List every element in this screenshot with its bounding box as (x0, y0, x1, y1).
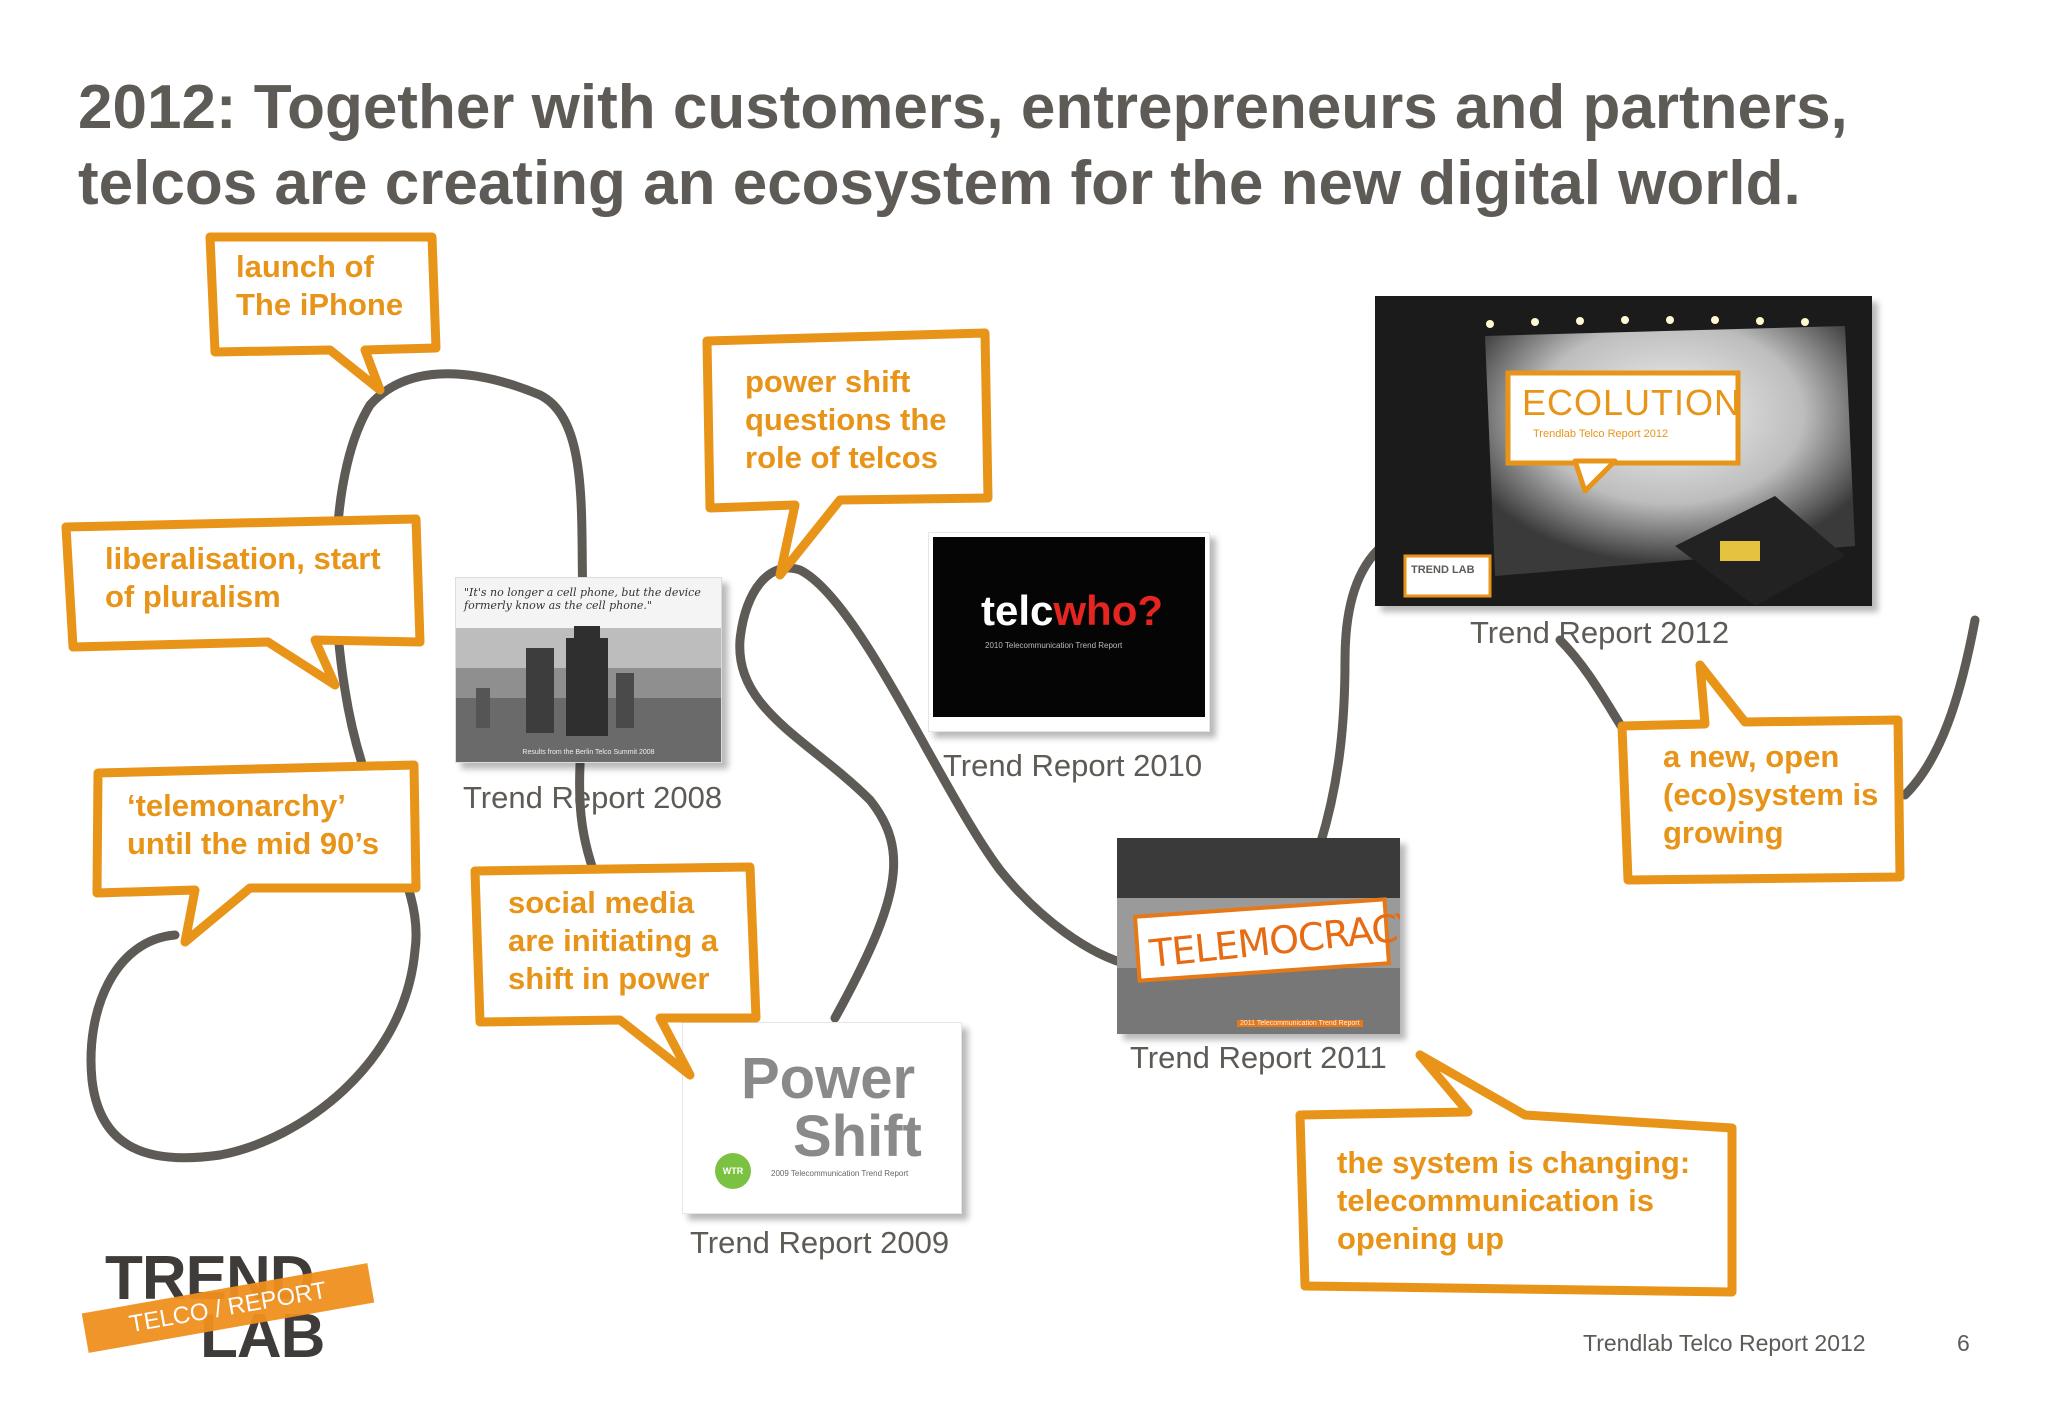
trendlab-logo: TREND LAB TELCO / REPORT (81, 1248, 395, 1368)
bubble-system-changing-text: the system is changing: telecommunicatio… (1337, 1144, 1690, 1258)
bubble-social-media-line-3: shift in power (508, 961, 710, 996)
report-2009-badge: WTR (715, 1153, 751, 1189)
report-2011-subtitle: 2011 Telecommunication Trend Report (1237, 1020, 1363, 1027)
timeline-path-right (1315, 535, 1395, 850)
bubble-telemonarchy-line-2: until the mid 90’s (127, 826, 380, 861)
bubble-power-shift-text: power shift questions the role of telcos (745, 363, 947, 477)
report-2010-caption: Trend Report 2010 (943, 748, 1203, 783)
report-2010-brand-who: who? (1053, 587, 1164, 634)
bubble-iphone-shape (205, 232, 441, 395)
bubble-power-shift-line-2: questions the (745, 402, 947, 437)
bubble-social-media-text: social media are initiating a shift in p… (508, 884, 718, 998)
report-2010-cover: telcwho? 2010 Telecommunication Trend Re… (933, 537, 1205, 717)
report-2010-brand-telc: telc (981, 587, 1054, 634)
bubble-liberalisation-line-1: liberalisation, start (105, 541, 381, 576)
bubble-power-shift-line-3: role of telcos (745, 440, 938, 475)
report-2009-word-power: Power (741, 1046, 916, 1111)
bubble-iphone-line-1: launch of (236, 249, 374, 284)
report-2010-thumbnail: telcwho? 2010 Telecommunication Trend Re… (928, 532, 1210, 732)
report-2012-tag: TREND LAB (1411, 564, 1475, 576)
bubble-telemonarchy-shape (92, 760, 421, 947)
bubble-system-changing-line-3: opening up (1337, 1221, 1505, 1256)
report-2012-subtitle: Trendlab Telco Report 2012 (1533, 428, 1669, 440)
footer-source: Trendlab Telco Report 2012 (1583, 1330, 1866, 1356)
report-2008-caption: Trend Report 2008 (463, 780, 723, 815)
report-2011-caption: Trend Report 2011 (1130, 1040, 1387, 1075)
slide-title-line-2: telcos are creating an ecosystem for the… (78, 149, 1801, 218)
bubble-system-changing-line-1: the system is changing: (1337, 1145, 1691, 1180)
bubble-social-media-line-2: are initiating a (508, 923, 719, 958)
report-2012-caption: Trend Report 2012 (1470, 615, 1730, 650)
bubble-liberalisation-text: liberalisation, start of pluralism (105, 540, 381, 616)
report-2012-heading: ECOLUTION (1522, 382, 1742, 423)
bubble-social-media-line-1: social media (508, 885, 695, 920)
report-2009-word-shift: Shift (793, 1104, 922, 1169)
report-2011-thumbnail: TELEMOCRACY 2011 Telecommunication Trend… (1117, 838, 1400, 1034)
bubble-telemonarchy-text: ‘telemonarchy’ until the mid 90’s (127, 787, 379, 863)
bubble-iphone-text: launch of The iPhone (236, 248, 403, 324)
report-2009-subtitle: 2009 Telecommunication Trend Report (771, 1169, 909, 1178)
bubble-power-shift-line-1: power shift (745, 364, 911, 399)
bubble-social-media-shape (470, 862, 761, 1080)
bubble-liberalisation-line-2: of pluralism (105, 579, 281, 614)
bubble-iphone-line-2: The iPhone (236, 287, 404, 322)
timeline-path-left (86, 369, 610, 1163)
bubble-eco-system-text: a new, open (eco)system is growing (1663, 738, 1878, 852)
bubble-liberalisation-shape (61, 514, 425, 690)
report-2010-subtitle: 2010 Telecommunication Trend Report (985, 641, 1123, 650)
bubble-system-changing-line-2: telecommunication is (1337, 1183, 1654, 1218)
report-2010-brand: telcwho? (981, 587, 1163, 635)
bubble-eco-system-shape (1617, 660, 1905, 885)
bubble-eco-system-line-2: (eco)system is (1663, 777, 1879, 812)
bubble-power-shift-shape (702, 328, 993, 580)
ecolution-stage-photo (1403, 316, 1855, 606)
timeline-path-end (1900, 615, 1980, 800)
slide-title: 2012: Together with customers, entrepren… (78, 70, 1978, 222)
slide-title-line-1: 2012: Together with customers, entrepren… (78, 73, 1848, 142)
bubble-eco-system-line-1: a new, open (1663, 739, 1840, 774)
graveyard-photo (456, 626, 721, 762)
report-2012-thumbnail: ECOLUTION Trendlab Telco Report 2012 TRE… (1375, 296, 1872, 606)
footer-page-number: 6 (1957, 1330, 1970, 1356)
report-2008-footer: Results from the Berlin Telco Summit 200… (522, 749, 655, 756)
report-2008-quote: "It's no longer a cell phone, but the de… (464, 586, 701, 612)
bubble-system-changing-shape (1295, 1050, 1737, 1297)
report-2008-thumbnail: "It's no longer a cell phone, but the de… (455, 577, 722, 763)
report-2009-thumbnail: Power Shift WTR 2009 Telecommunication T… (682, 1022, 962, 1214)
bubble-eco-system-line-3: growing (1663, 815, 1784, 850)
report-2009-caption: Trend Report 2009 (690, 1225, 950, 1260)
timeline-path-middle (735, 563, 1135, 1023)
bubble-telemonarchy-line-1: ‘telemonarchy’ (127, 788, 346, 823)
